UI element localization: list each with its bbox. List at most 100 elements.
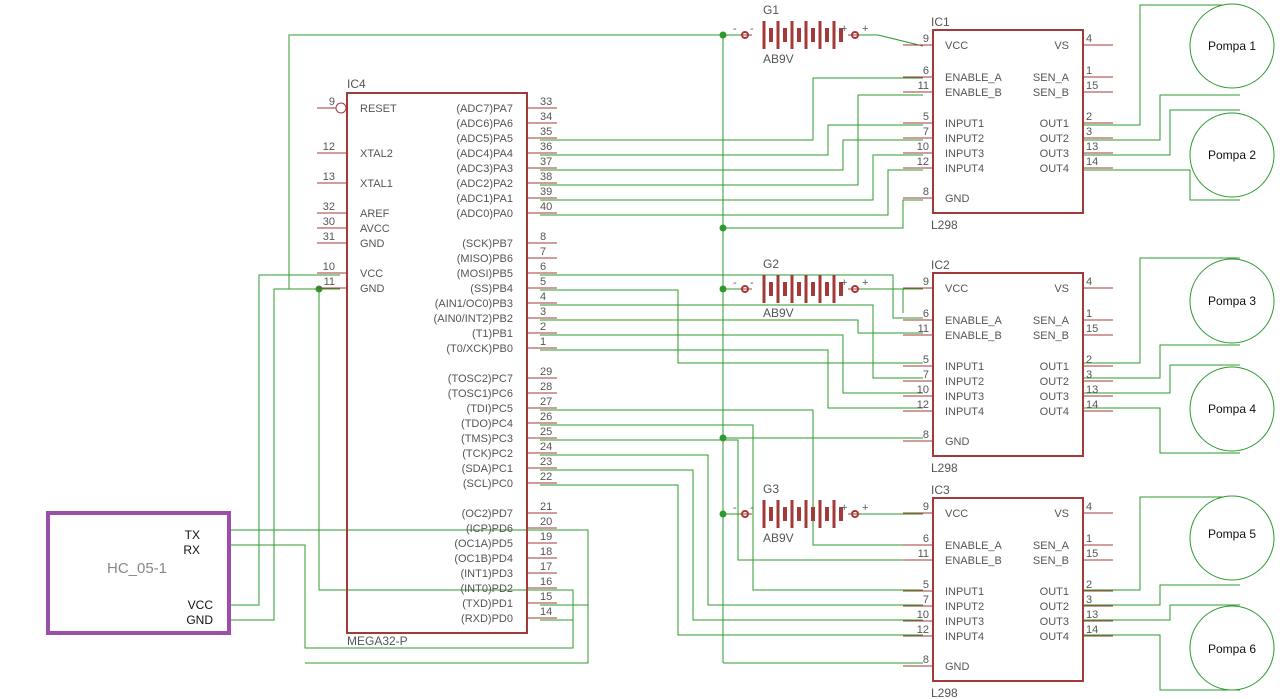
mcu-pin--scl-pc0[interactable]: 22(SCL)PC0	[463, 471, 557, 490]
mcu-pin--txd-pd1[interactable]: 15(TXD)PD1	[462, 591, 557, 610]
mcu-pin--miso-pb6[interactable]: 7(MISO)PB6	[457, 246, 557, 265]
mcu-pin--tck-pc2[interactable]: 24(TCK)PC2	[462, 441, 557, 460]
driver-pin-vs[interactable]: 4VS	[1054, 501, 1113, 520]
mcu-pin--adc3-pa3[interactable]: 37(ADC3)PA3	[456, 156, 557, 175]
mcu-pin--sck-pb7[interactable]: 8(SCK)PB7	[462, 231, 557, 250]
mcu-pin--adc0-pa0[interactable]: 40(ADC0)PA0	[456, 201, 557, 220]
mcu-pin--adc7-pa7[interactable]: 33(ADC7)PA7	[456, 96, 557, 115]
mcu-pin--adc1-pa1[interactable]: 39(ADC1)PA1	[456, 186, 557, 205]
mcu-pin--int1-pd3[interactable]: 17(INT1)PD3	[460, 561, 557, 580]
mcu-pin--t1-pb1[interactable]: 2(T1)PB1	[472, 321, 557, 340]
driver-ic3[interactable]: IC3L2989VCC6ENABLE_A11ENABLE_B5INPUT17IN…	[903, 483, 1113, 699]
mcu-pin--t0-xck-pb0[interactable]: 1(T0/XCK)PB0	[446, 336, 557, 355]
mcu-pin--ain1-oc0-pb3[interactable]: 4(AIN1/OC0)PB3	[435, 291, 557, 310]
mcu-pin--tosc2-pc7[interactable]: 29(TOSC2)PC7	[448, 366, 557, 385]
motor-pompa-6[interactable]	[1189, 605, 1275, 691]
mcu-pin--sda-pc1[interactable]: 23(SDA)PC1	[462, 456, 557, 475]
driver-ic1[interactable]: IC1L2989VCC6ENABLE_A11ENABLE_B5INPUT17IN…	[903, 15, 1113, 232]
motor-pompa-3[interactable]	[1189, 258, 1275, 344]
bluetooth-module[interactable]: HC_05-1 TX RX VCC GND	[46, 511, 231, 635]
motor-pompa-2[interactable]	[1189, 112, 1275, 198]
mcu-chip[interactable]: IC4 MEGA32-P 9RESET12XTAL213XTAL132AREF3…	[317, 77, 557, 648]
mcu-pin--int0-pd2[interactable]: 16(INT0)PD2	[460, 576, 557, 595]
motor-pompa-5[interactable]	[1189, 495, 1275, 581]
mcu-pin--mosi-pb5[interactable]: 6(MOSI)PB5	[457, 261, 557, 280]
mcu-pin--icp-pd6[interactable]: 20(ICP)PD6	[466, 516, 557, 535]
mcu-pin--oc2-pd7[interactable]: 21(OC2)PD7	[462, 501, 557, 520]
mcu-pin--tosc1-pc6[interactable]: 28(TOSC1)PC6	[448, 381, 557, 400]
mcu-pin--adc4-pa4[interactable]: 36(ADC4)PA4	[456, 141, 557, 160]
mcu-pin--oc1a-pd5[interactable]: 19(OC1A)PD5	[454, 531, 557, 550]
mcu-pin--tdi-pc5[interactable]: 27(TDI)PC5	[467, 396, 557, 415]
pin-number: 2	[1086, 111, 1092, 123]
driver-pin-vs[interactable]: 4VS	[1054, 33, 1113, 52]
motor-pompa-1[interactable]	[1189, 3, 1275, 89]
motor-pompa-4[interactable]	[1189, 366, 1275, 452]
mcu-pin--ss-pb4[interactable]: 5(SS)PB4	[470, 276, 557, 295]
mcu-pin--adc5-pa5[interactable]: 35(ADC5)PA5	[456, 126, 557, 145]
mcu-pin--adc2-pa2[interactable]: 38(ADC2)PA2	[456, 171, 557, 190]
mcu-pin--tdo-pc4[interactable]: 26(TDO)PC4	[461, 411, 557, 430]
driver-ic2[interactable]: IC2L2989VCC6ENABLE_A11ENABLE_B5INPUT17IN…	[903, 258, 1113, 475]
mcu-pin--adc6-pa6[interactable]: 34(ADC6)PA6	[456, 111, 557, 130]
driver-pin-vs[interactable]: 4VS	[1054, 276, 1113, 295]
mcu-pin--ain0-int2-pb2[interactable]: 3(AIN0/INT2)PB2	[434, 306, 557, 325]
mcu-pin--tms-pc3[interactable]: 25(TMS)PC3	[461, 426, 557, 445]
mcu-pin--rxd-pd0[interactable]: 14(RXD)PD0	[461, 606, 557, 625]
mcu-pin--oc1b-pd4[interactable]: 18(OC1B)PD4	[454, 546, 557, 565]
